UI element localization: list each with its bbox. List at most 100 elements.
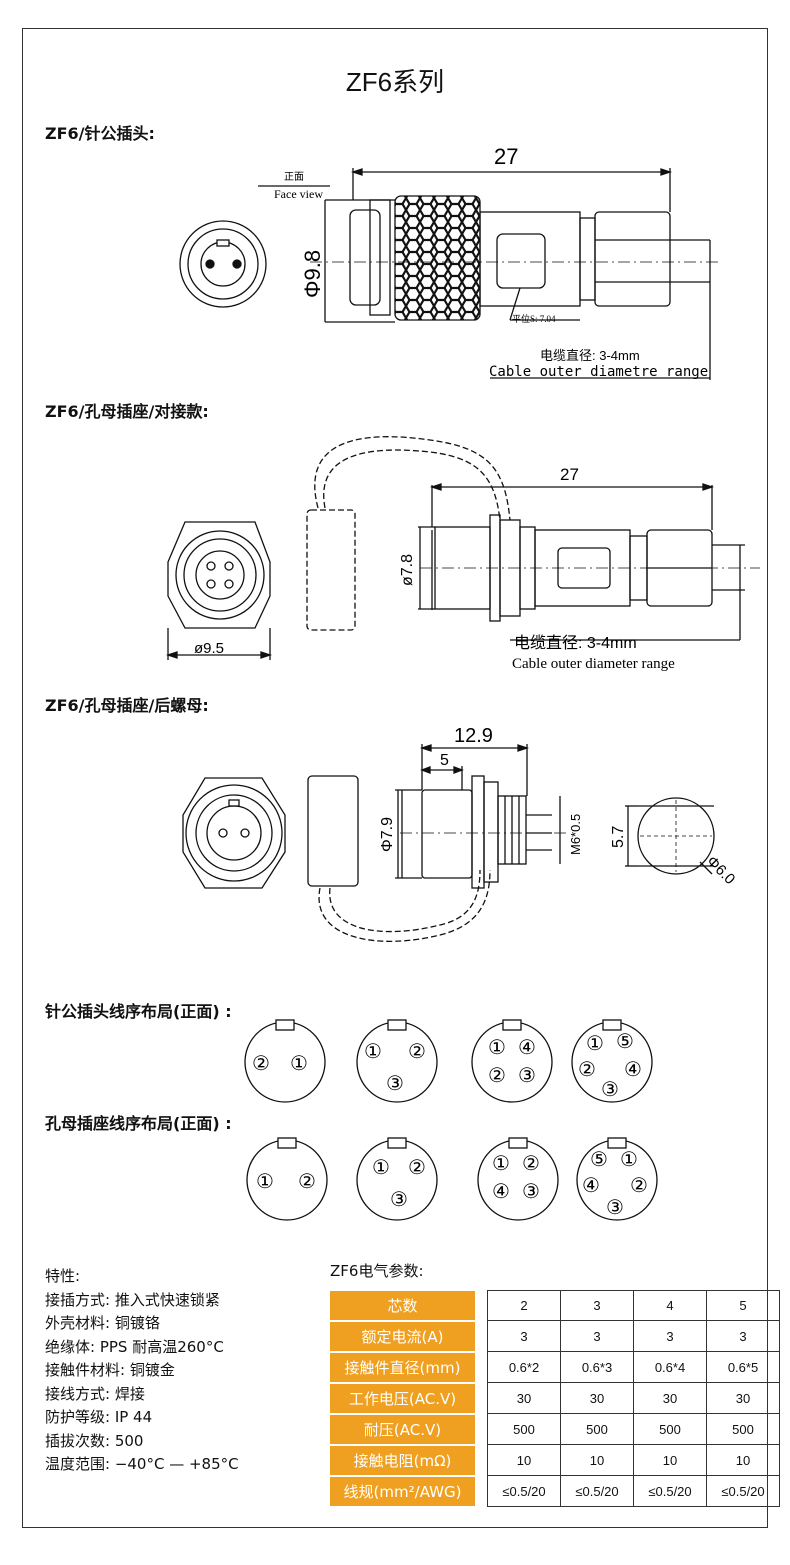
socket-rear-nut-drawing: [182, 744, 715, 942]
rear-length-label: 12.9: [454, 725, 493, 747]
row-label: 线规(mm²/AWG): [330, 1475, 475, 1508]
pin: ②: [578, 1057, 596, 1081]
cell: 5: [706, 1290, 780, 1321]
plug-flat-label: 平位S: 7.04: [512, 313, 556, 324]
plug-length-label: 27: [494, 144, 518, 169]
cell: 10: [706, 1444, 780, 1476]
rear-diameter-label: Φ7.9: [379, 817, 396, 852]
params-table: 芯数 2 3 4 5 额定电流(A) 3 3 3 3 接触件直径(mm) 0.6…: [330, 1290, 780, 1508]
cell: 500: [487, 1413, 561, 1445]
table-row: 接触电阻(mΩ) 10 10 10 10: [330, 1444, 780, 1477]
pin: ①: [372, 1155, 390, 1179]
row-label: 工作电压(AC.V): [330, 1382, 475, 1415]
pin: ①: [364, 1039, 382, 1063]
cell: 30: [487, 1382, 561, 1414]
plug-cable-cn: 电缆直径: 3-4mm: [540, 348, 640, 363]
plug-cable-en: Cable outer diametre range: [489, 364, 708, 380]
pin: ⑤: [590, 1147, 608, 1171]
pin: ③: [518, 1063, 536, 1087]
section-female-layout: 孔母插座线序布局(正面) :: [45, 1114, 232, 1133]
table-row: 芯数 2 3 4 5: [330, 1290, 780, 1322]
cell: 10: [487, 1444, 561, 1476]
page-title: ZF6系列: [345, 67, 445, 97]
row-label: 接触件直径(mm): [330, 1351, 475, 1384]
section-socket-docking: ZF6/孔母插座/对接款:: [45, 402, 209, 421]
socket-docking-drawing: [165, 436, 760, 660]
pin: ②: [630, 1173, 648, 1197]
table-row: 耐压(AC.V) 500 500 500 500: [330, 1413, 780, 1446]
cell: 500: [706, 1413, 780, 1445]
cell: 0.6*4: [633, 1351, 707, 1383]
cell: 0.6*5: [706, 1351, 780, 1383]
rear-short-label: 5: [440, 752, 449, 769]
face-view-en: Face view: [274, 187, 323, 201]
cell: 3: [560, 1320, 634, 1352]
row-label: 接触电阻(mΩ): [330, 1444, 475, 1477]
row-label: 耐压(AC.V): [330, 1413, 475, 1446]
cell: 3: [633, 1320, 707, 1352]
pin: ①: [586, 1031, 604, 1055]
pin: ④: [518, 1035, 536, 1059]
cell: 4: [633, 1290, 707, 1321]
pin: ③: [601, 1077, 619, 1101]
pin: ①: [290, 1051, 308, 1075]
pin: ②: [488, 1063, 506, 1087]
cell: 500: [633, 1413, 707, 1445]
hole-flat-label: 5.7: [610, 826, 627, 848]
cell: 30: [633, 1382, 707, 1414]
features-heading: 特性:: [45, 1267, 81, 1285]
section-male-layout: 针公插头线序布局(正面) :: [45, 1002, 232, 1021]
cell: 3: [560, 1290, 634, 1321]
feature-item: 插拔次数: 500: [45, 1431, 144, 1450]
face-view-cn: 正面: [284, 172, 304, 183]
feature-item: 接触件材料: 铜镀金: [45, 1361, 175, 1379]
pin: ①: [256, 1169, 274, 1193]
section-socket-rear-nut: ZF6/孔母插座/后螺母:: [45, 696, 209, 715]
pin: ⑤: [616, 1029, 634, 1053]
feature-item: 外壳材料: 铜镀铬: [45, 1314, 160, 1332]
socket-cable-en: Cable outer diameter range: [512, 656, 675, 672]
plug-drawing: [179, 168, 720, 380]
socket-panel-label: ø9.5: [194, 640, 224, 657]
pin: ③: [386, 1071, 404, 1095]
socket-cable-cn: 电缆直径: 3-4mm: [514, 634, 637, 652]
cell: 3: [487, 1320, 561, 1352]
pin: ③: [606, 1195, 624, 1219]
feature-item: 防护等级: IP 44: [45, 1408, 153, 1426]
feature-item: 接线方式: 焊接: [45, 1384, 145, 1403]
pin: ④: [624, 1057, 642, 1081]
cell: ≤0.5/20: [706, 1475, 780, 1507]
pin: ②: [408, 1039, 426, 1063]
cell: 3: [706, 1320, 780, 1352]
feature-item: 温度范围: −40°C — +85°C: [45, 1455, 239, 1473]
table-row: 工作电压(AC.V) 30 30 30 30: [330, 1382, 780, 1415]
cell: 500: [560, 1413, 634, 1445]
feature-item: 接插方式: 推入式快速锁紧: [45, 1290, 220, 1309]
features-list: 特性: 接插方式: 推入式快速锁紧 外壳材料: 铜镀铬 绝缘体: PPS 耐高温…: [45, 1265, 239, 1477]
cell: ≤0.5/20: [560, 1475, 634, 1507]
pin: ①: [492, 1151, 510, 1175]
feature-item: 绝缘体: PPS 耐高温260°C: [45, 1337, 224, 1356]
pin: ③: [390, 1187, 408, 1211]
cell: ≤0.5/20: [487, 1475, 561, 1507]
pin: ④: [582, 1173, 600, 1197]
row-label: 额定电流(A): [330, 1320, 475, 1353]
pin: ①: [488, 1035, 506, 1059]
table-row: 线规(mm²/AWG) ≤0.5/20 ≤0.5/20 ≤0.5/20 ≤0.5…: [330, 1475, 780, 1508]
pin-labels: ② ① ① ② ③ ① ④ ② ③ ① ⑤ ② ④ ③ ① ② ① ② ③ ① …: [252, 1029, 648, 1219]
row-label: 芯数: [330, 1290, 475, 1322]
cell: 30: [706, 1382, 780, 1414]
pin: ③: [522, 1179, 540, 1203]
page-frame: [22, 28, 768, 1528]
socket-length-label: 27: [560, 465, 579, 484]
cell: 30: [560, 1382, 634, 1414]
pin: ②: [522, 1151, 540, 1175]
cell: 2: [487, 1290, 561, 1321]
cell: 10: [560, 1444, 634, 1476]
params-title: ZF6电气参数:: [330, 1262, 424, 1280]
table-row: 接触件直径(mm) 0.6*2 0.6*3 0.6*4 0.6*5: [330, 1351, 780, 1384]
cell: 0.6*2: [487, 1351, 561, 1383]
pin-layouts: [244, 1019, 658, 1221]
pin: ②: [252, 1051, 270, 1075]
technical-drawings: 正面 Face view 27 Φ9.8 平位S: 7.04 电缆直径: 3-4…: [165, 144, 760, 1221]
